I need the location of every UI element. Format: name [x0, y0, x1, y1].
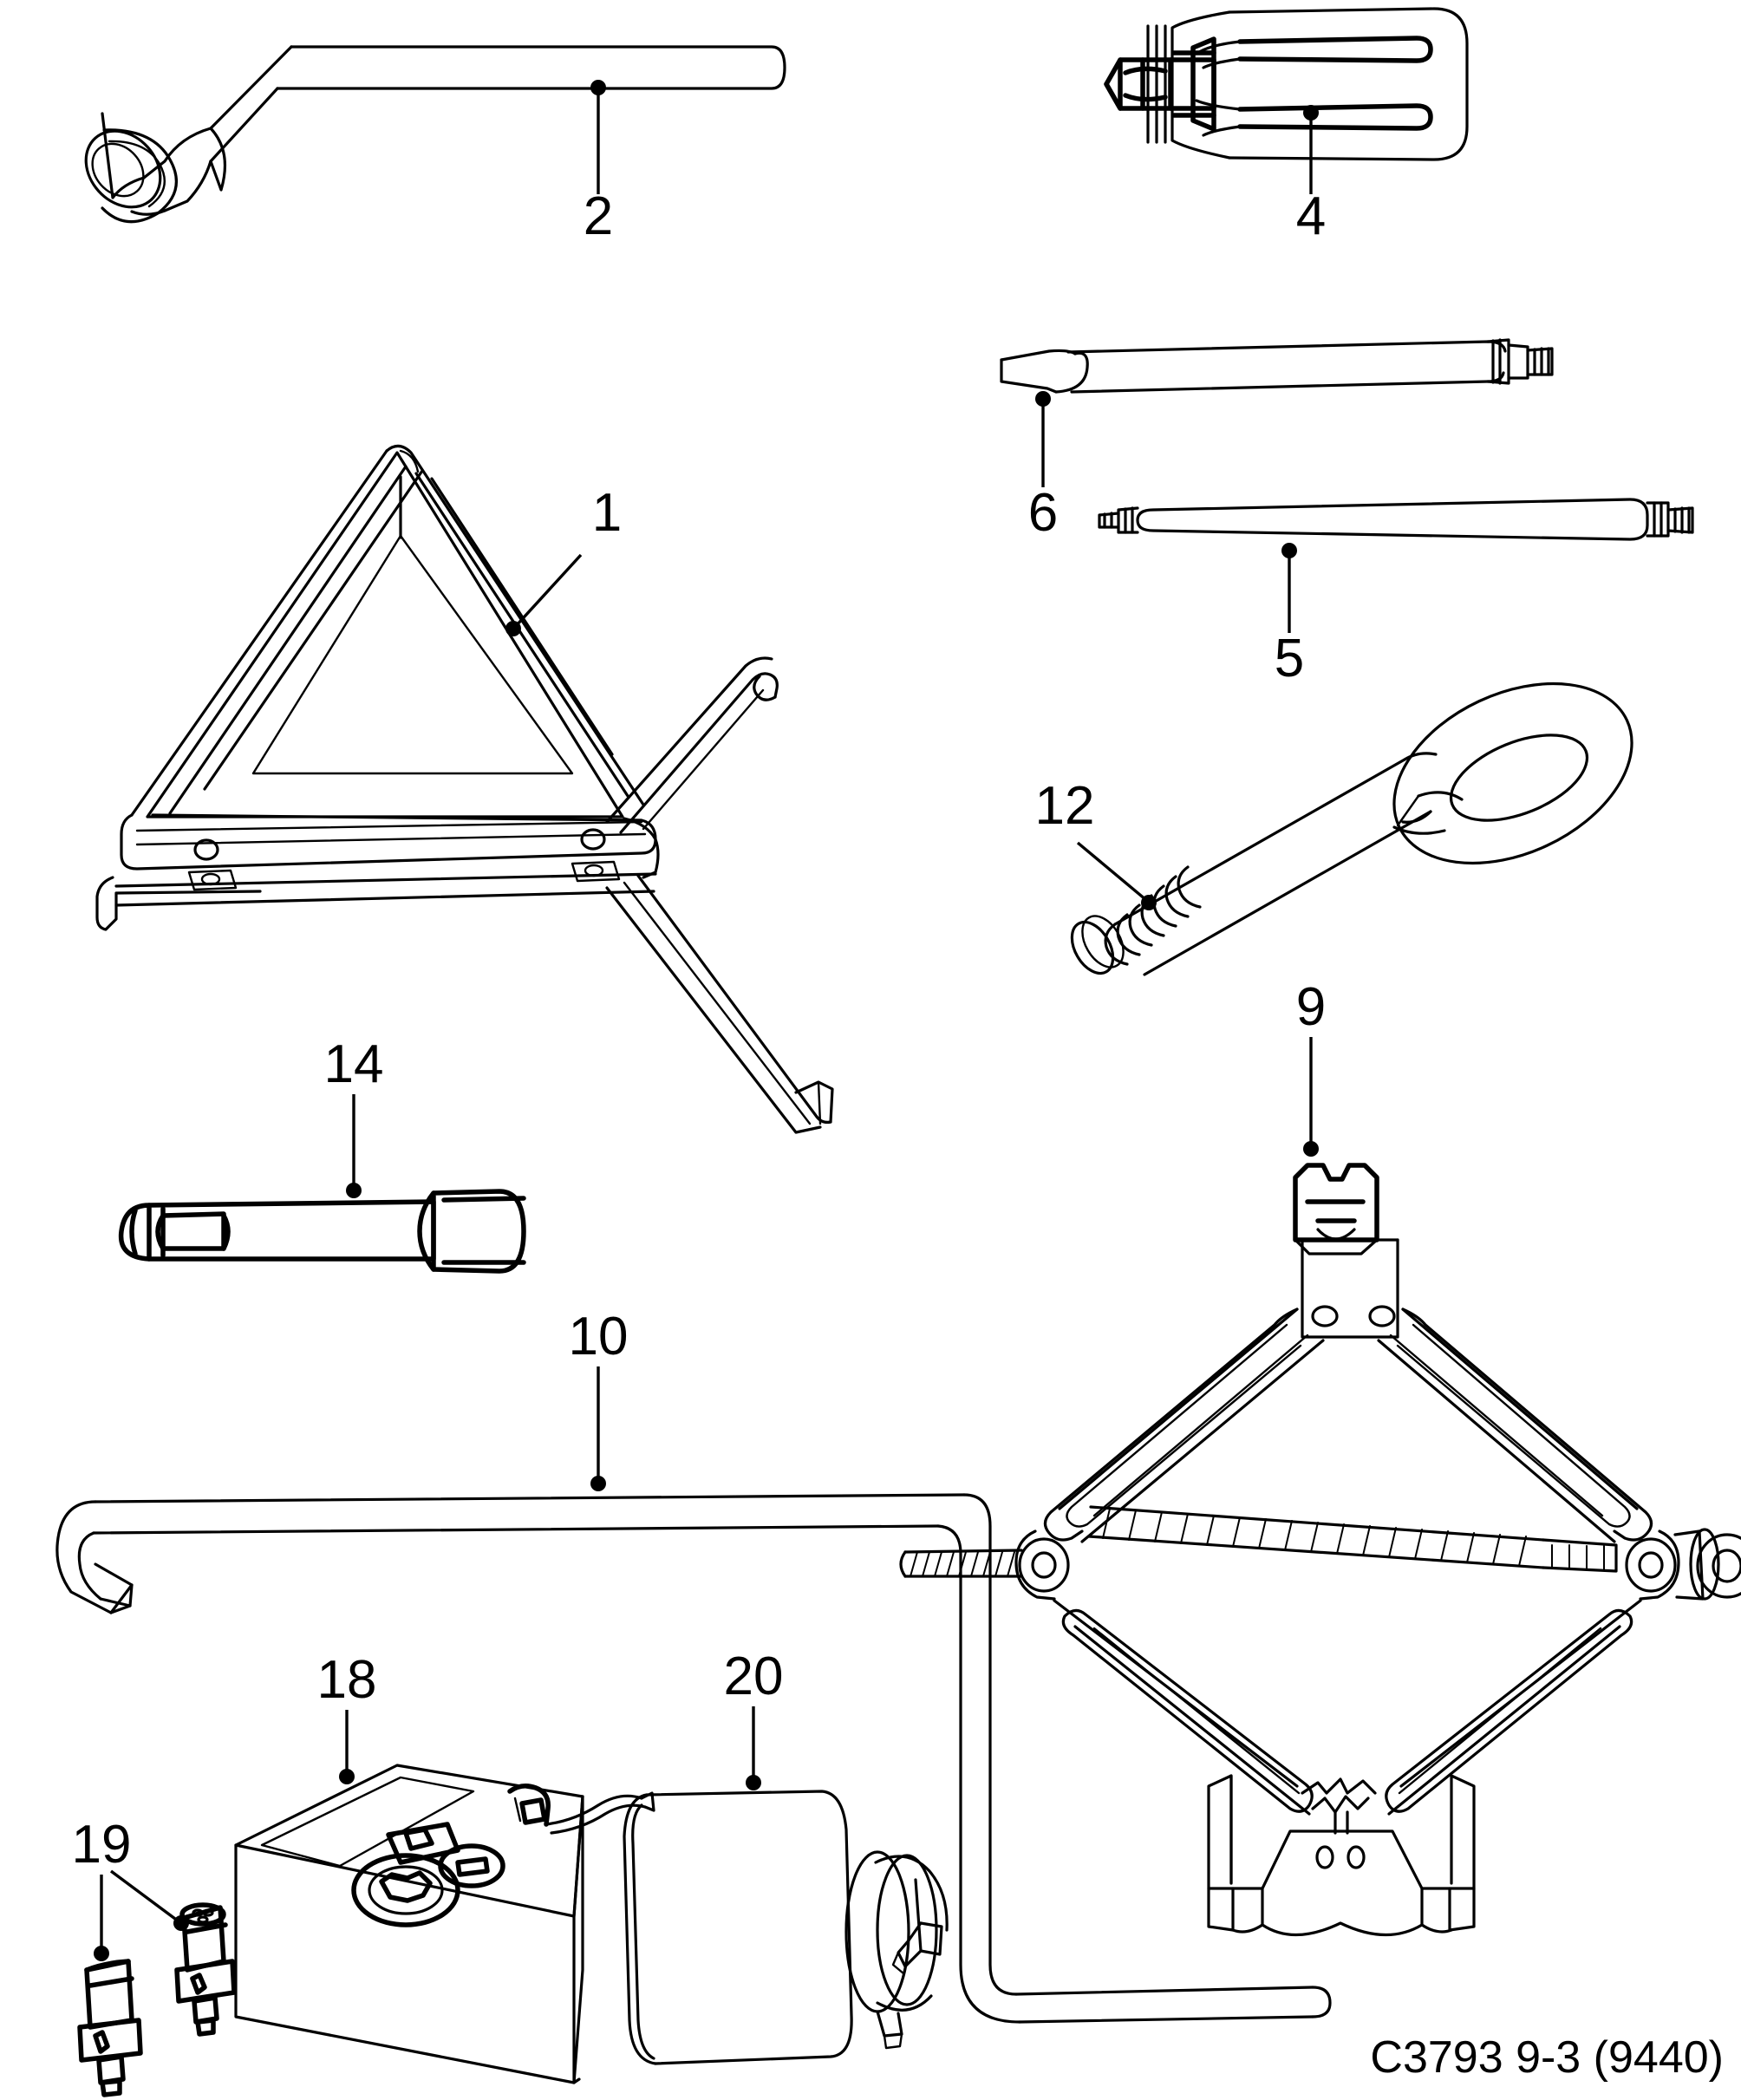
part-pry-bar-chisel-tip — [1000, 338, 1554, 394]
part-valve-adapter-nozzle-left — [77, 1959, 143, 2097]
part-valve-adapter-nozzle-right — [174, 1902, 237, 2037]
part-screwdriver-handle — [1104, 7, 1469, 161]
callout-2: 2 — [584, 186, 613, 246]
part-scissor-jack — [899, 1163, 1741, 1937]
part-warning-triangle — [95, 444, 834, 1134]
diagram-caption: C3793 9-3 (9440) — [1370, 2032, 1724, 2083]
callout-labels: 2 4 6 5 1 12 9 14 10 18 19 20 — [72, 186, 1327, 1875]
callout-1: 1 — [592, 483, 622, 543]
part-lug-wrench — [84, 45, 786, 224]
part-extension-rod-plain — [1098, 498, 1694, 541]
part-socket-adapter-hex — [118, 1189, 526, 1274]
callout-9: 9 — [1296, 977, 1326, 1037]
callout-10: 10 — [569, 1307, 629, 1366]
callout-12: 12 — [1035, 776, 1095, 836]
part-tow-eye-bolt — [1070, 682, 1633, 976]
part-tyre-inflator-compressor — [234, 1764, 655, 2084]
callout-20: 20 — [724, 1647, 784, 1706]
callout-6: 6 — [1028, 483, 1058, 543]
callout-5: 5 — [1275, 629, 1304, 688]
part-jack-crank-handle — [55, 1493, 1332, 2024]
part-tyre-sealant-canister — [623, 1790, 949, 2065]
callout-18: 18 — [317, 1650, 377, 1710]
callout-4: 4 — [1296, 186, 1326, 246]
leader-lines — [94, 80, 1319, 1961]
callout-19: 19 — [72, 1815, 132, 1875]
callout-14: 14 — [324, 1034, 384, 1094]
